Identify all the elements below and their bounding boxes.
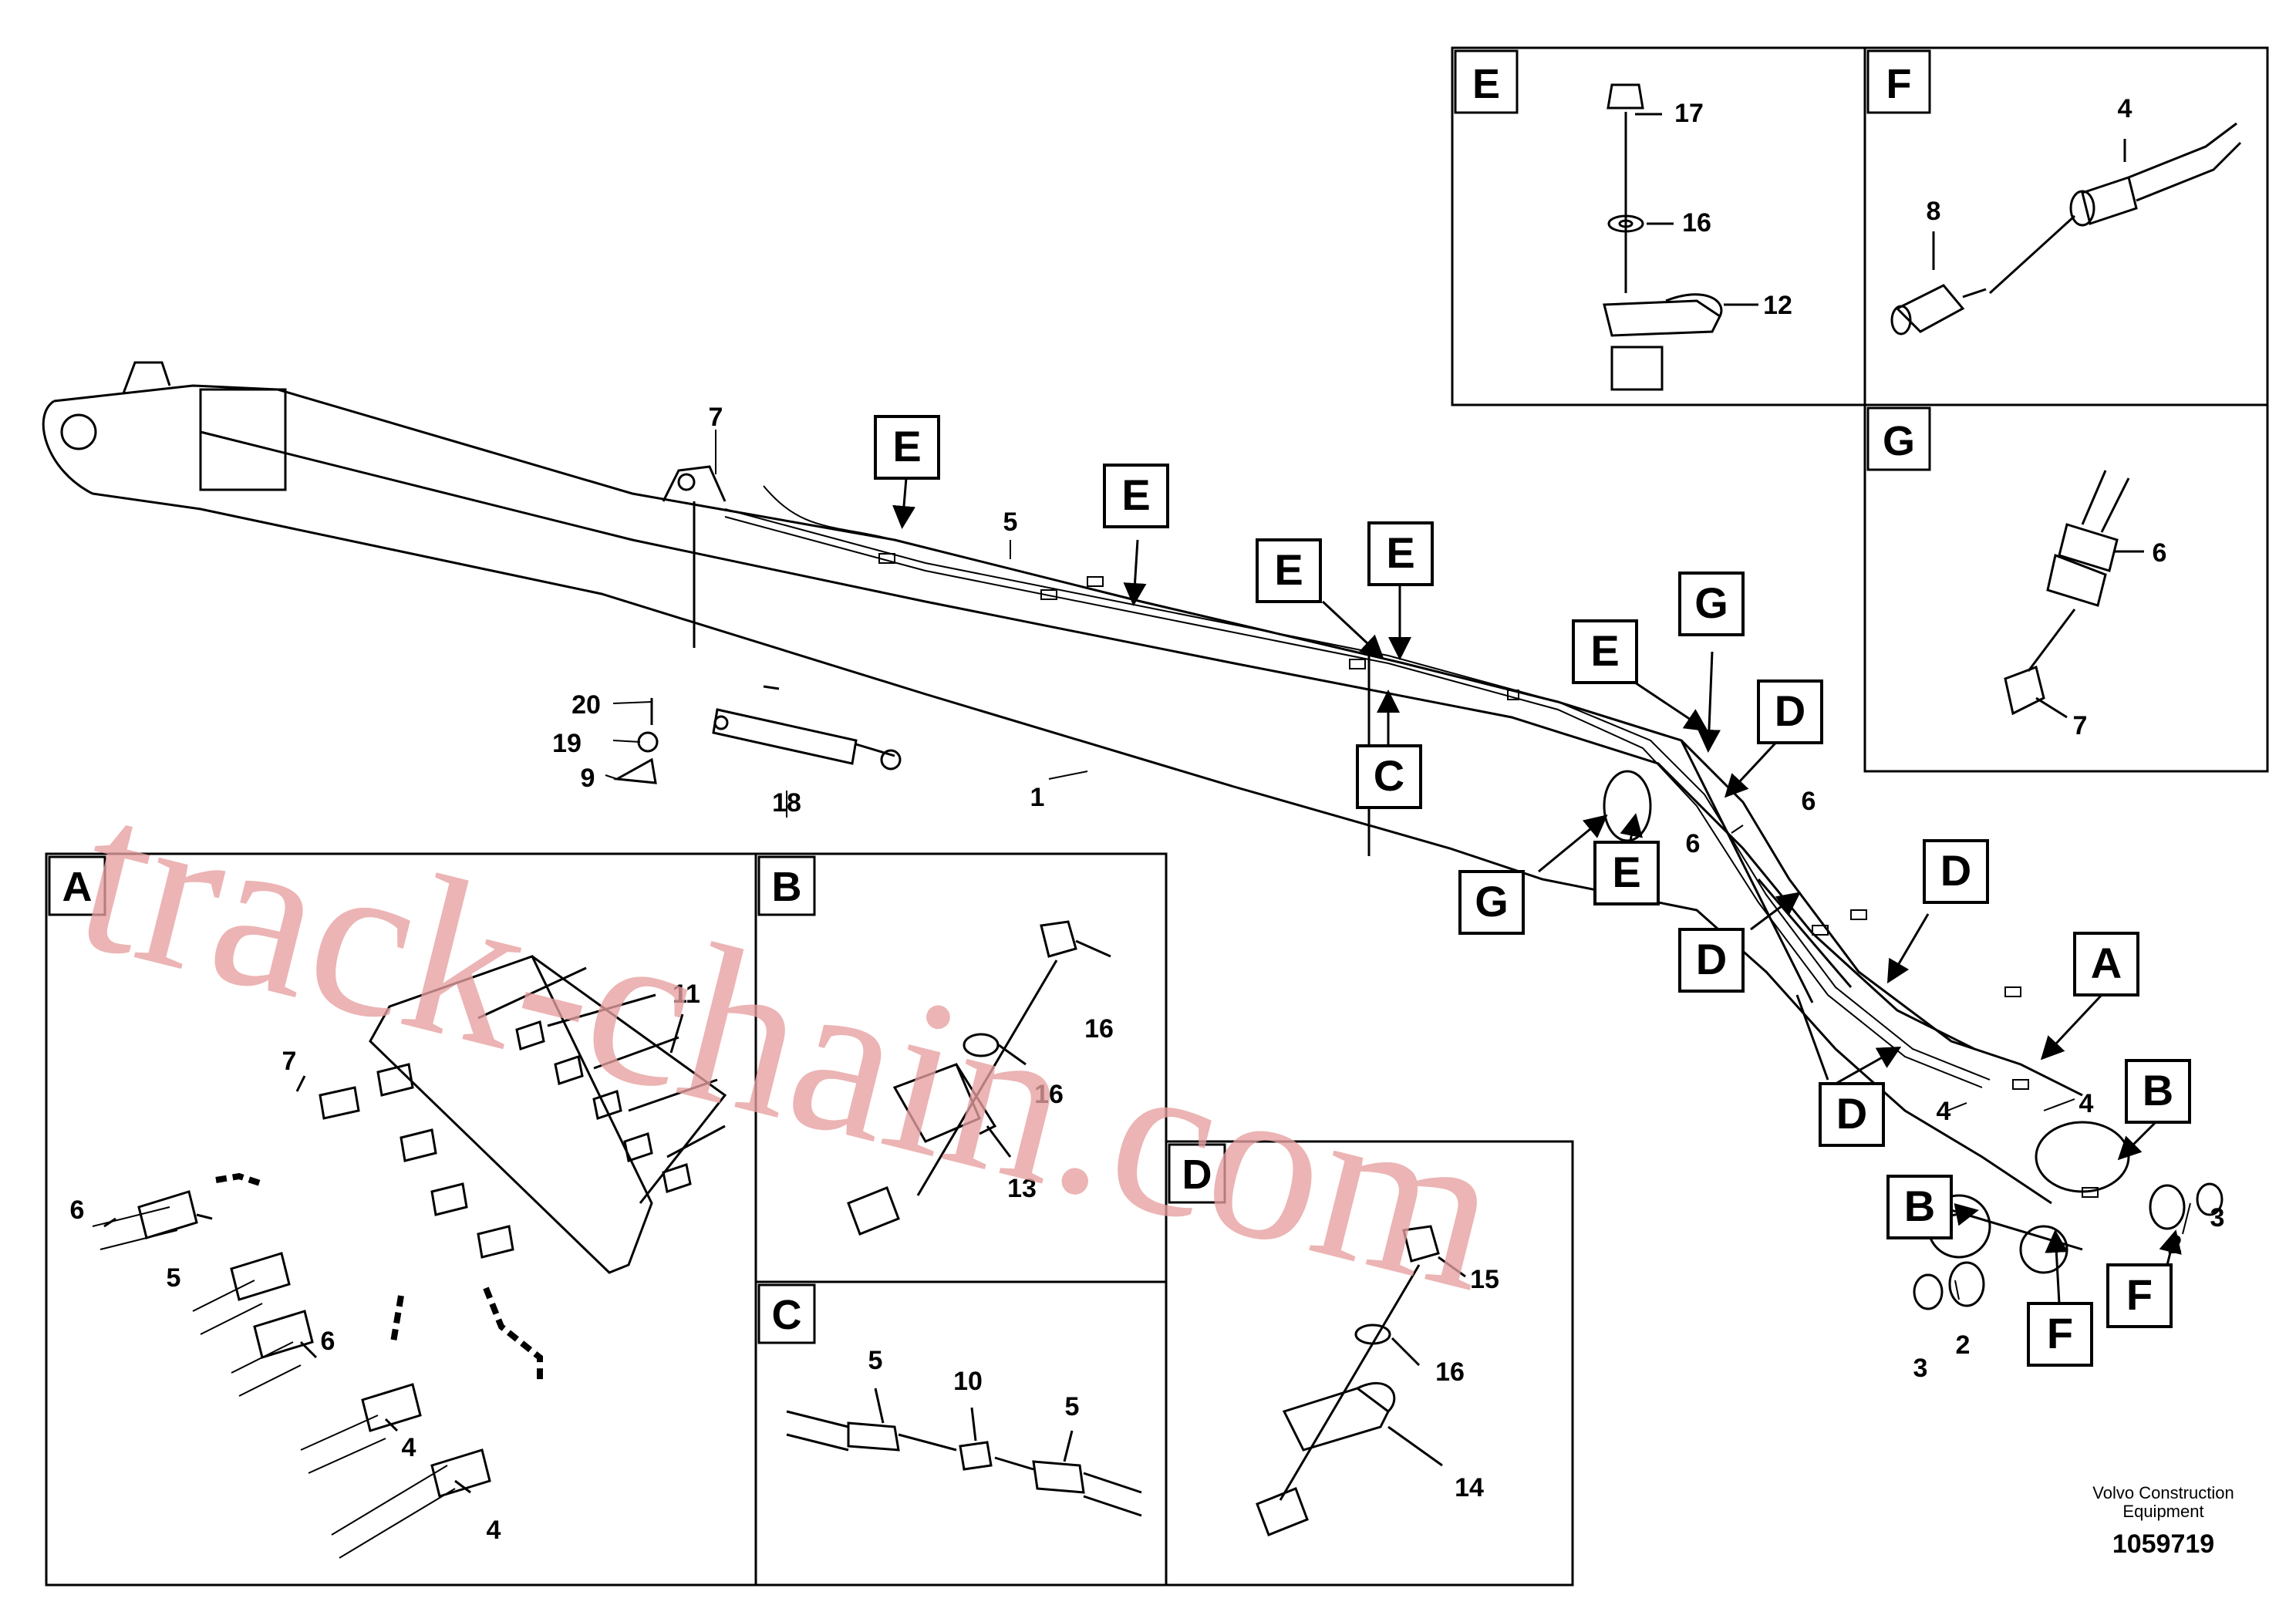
panel-a-label-11: 11 [673,980,700,1009]
panel-d-tag: D [1182,1152,1212,1198]
tag-d-2: D [1696,935,1727,983]
callout-2-b: 2 [2168,1230,2183,1259]
tag-e-1: E [892,422,921,470]
panel-g-label-7: 7 [2073,711,2088,740]
callout-1: 1 [1030,783,1045,812]
pointer-arrows [892,477,2182,1304]
panel-d-label-14: 14 [1455,1473,1484,1502]
panel-g [1863,403,2269,773]
callout-5-main: 5 [1003,508,1018,537]
panel-g-tag: G [1883,418,1915,464]
panel-d-label-15: 15 [1470,1265,1499,1294]
tag-e-5: E [1590,626,1619,675]
tag-b-1: B [2143,1066,2173,1114]
callout-6-a: 6 [1802,787,1816,816]
tag-f-2: F [2047,1309,2073,1357]
tag-f-1: F [2126,1270,2153,1319]
hose-lines [724,485,2099,1198]
callout-4-b: 4 [2079,1089,2094,1118]
tag-d-1: D [1775,686,1805,735]
panel-e-tag: E [1472,61,1500,107]
panel-g-label-6: 6 [2153,538,2167,568]
cylinder-18 [613,685,902,784]
panel-a-label-5: 5 [167,1263,181,1293]
callout-6-b: 6 [1686,829,1701,858]
panel-a-label-6: 6 [70,1195,85,1225]
panel-a-tag: A [62,864,93,910]
tag-g-2: G [1475,877,1509,926]
drawing-number: 1059719 [2112,1529,2214,1559]
tag-g-1: G [1694,578,1728,627]
panel-c [754,1280,1168,1587]
panel-e [1451,46,1866,406]
panel-d [1165,1140,1574,1587]
panel-e-label-17: 17 [1674,99,1704,128]
panel-a-label-6b: 6 [321,1327,335,1356]
panel-e-label-12: 12 [1763,291,1792,320]
main-callouts: 7 5 1 18 20 19 9 6 6 4 4 2 2 3 3 [552,403,2224,1383]
tag-d-4: D [1836,1089,1867,1138]
callout-18: 18 [772,788,801,818]
watermark: track-chain.com [58,748,1522,1338]
panel-c-label-10: 10 [953,1367,983,1396]
footer: Volvo Construction Equipment 1059719 [2092,1483,2234,1559]
tag-b-2: B [1904,1182,1935,1230]
tag-e-2: E [1121,470,1150,519]
panel-c-tag: C [772,1292,802,1338]
panel-a-label-7: 7 [282,1047,297,1076]
panel-a-label-4b: 4 [487,1516,501,1545]
panel-b-label-16b: 16 [1034,1080,1064,1109]
panel-f-label-4: 4 [2118,94,2132,123]
panel-f-label-8: 8 [1927,197,1941,226]
panel-labels: E 17 16 12 F 4 8 G 6 7 A 11 7 6 5 6 4 4 … [62,61,2167,1545]
panel-b-label-16a: 16 [1084,1014,1114,1044]
callout-9: 9 [581,764,595,793]
panel-d-label-16: 16 [1435,1357,1465,1387]
panel-f-tag: F [1886,61,1912,107]
footer-company-line2: Equipment [2122,1502,2203,1521]
panel-e-label-16: 16 [1682,208,1711,238]
panel-b-tag: B [772,864,802,910]
callout-20: 20 [571,690,601,720]
pin-parts [1913,1182,2224,1310]
panel-c-label-5a: 5 [868,1346,883,1375]
footer-company-line1: Volvo Construction [2092,1483,2234,1502]
callout-19: 19 [552,729,582,758]
callout-2-a: 2 [1956,1330,1971,1360]
tag-e-4: E [1386,528,1414,577]
tag-a-1: A [2091,939,2122,987]
callout-7-main: 7 [709,403,723,432]
leader-lines [605,430,2191,1300]
tag-c-1: C [1374,751,1404,800]
callout-3-b: 3 [2210,1203,2225,1233]
panel-b-label-13: 13 [1007,1174,1037,1203]
tag-d-3: D [1940,846,1971,895]
callout-3-a: 3 [1913,1354,1928,1383]
callout-4-a: 4 [1937,1097,1951,1126]
panel-a-label-4: 4 [402,1433,416,1462]
panel-f [1863,46,2269,406]
tag-e-6: E [1612,848,1640,896]
panel-c-label-5b: 5 [1065,1392,1080,1421]
view-tags: E E E E C E G D G E D D D A B B F F [874,415,2191,1367]
tag-e-3: E [1274,545,1303,594]
